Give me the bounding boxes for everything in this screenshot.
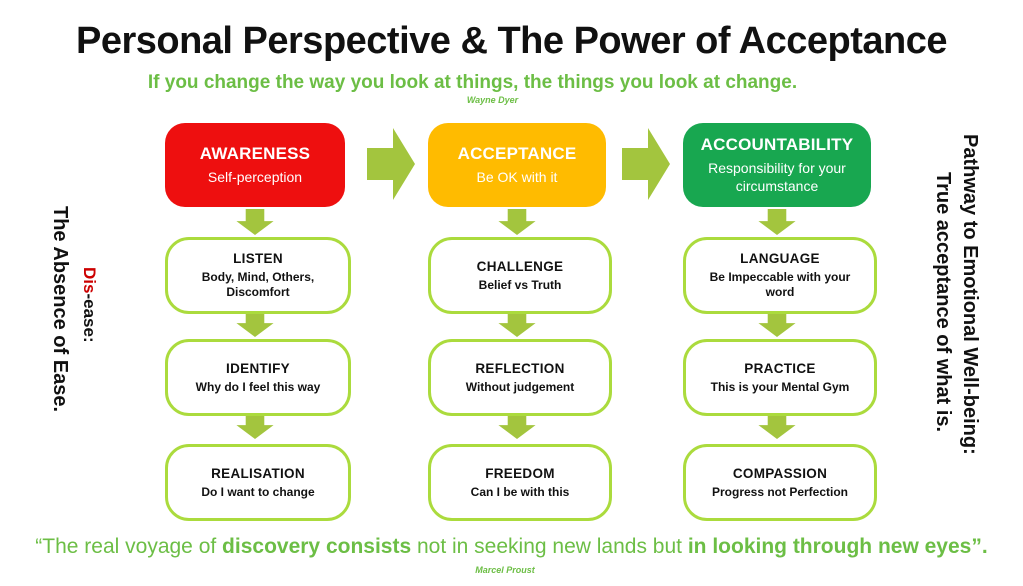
step-listen: LISTEN Body, Mind, Others, Discomfort (165, 237, 351, 314)
flow-arrow-down-icon (236, 209, 274, 235)
quote-part: “The real voyage of (35, 535, 223, 558)
step-challenge-subtitle: Belief vs Truth (478, 277, 562, 292)
step-compassion: COMPASSION Progress not Perfection (683, 444, 877, 521)
step-freedom: FREEDOM Can I be with this (428, 444, 612, 521)
step-practice-title: PRACTICE (744, 360, 816, 376)
flow-arrow-down-icon (498, 209, 536, 235)
step-realisation-subtitle: Do I want to change (201, 484, 315, 499)
step-freedom-title: FREEDOM (485, 465, 555, 481)
flow-arrow-down-icon (236, 413, 274, 439)
page-subtitle: If you change the way you look at things… (147, 72, 798, 93)
left-label-disease: Dis-ease: (79, 267, 99, 343)
quote-part-bold: discovery consists (222, 535, 412, 558)
header-acceptance-subtitle: Be OK with it (476, 168, 558, 185)
quote-part: not in seeking new lands but (411, 535, 688, 558)
step-realisation-title: REALISATION (211, 465, 305, 481)
header-awareness-title: AWARENESS (199, 143, 311, 163)
step-challenge: CHALLENGE Belief vs Truth (428, 237, 612, 314)
header-awareness: AWARENESS Self-perception (165, 123, 345, 207)
step-reflection-title: REFLECTION (475, 360, 565, 376)
header-acceptance: ACCEPTANCE Be OK with it (428, 123, 606, 207)
bottom-quote: “The real voyage of discovery consists n… (0, 535, 1023, 559)
step-language-title: LANGUAGE (740, 251, 820, 266)
right-label-true-acceptance: True acceptance of what is. (932, 172, 954, 433)
step-compassion-title: COMPASSION (732, 465, 828, 481)
step-language: LANGUAGE Be Impeccable with your word (683, 237, 877, 314)
flow-arrow-down-icon (758, 413, 796, 439)
subtitle-attribution: Wayne Dyer (466, 95, 519, 105)
step-challenge-title: CHALLENGE (476, 258, 564, 274)
header-acceptance-title: ACCEPTANCE (457, 143, 577, 163)
right-label-pathway: Pathway to Emotional Well-being: (959, 134, 981, 455)
quote-part-bold: in looking through new eyes (687, 535, 972, 558)
flow-arrow-down-icon (758, 209, 796, 235)
header-accountability-title: ACCOUNTABILITY (700, 135, 854, 154)
step-identify: IDENTIFY Why do I feel this way (165, 339, 351, 416)
header-accountability-subtitle: Responsibility for your circumstance (708, 160, 846, 194)
step-language-subtitle: Be Impeccable with your word (709, 270, 851, 299)
left-label-dis-red: Dis (80, 267, 99, 294)
step-identify-title: IDENTIFY (226, 360, 290, 376)
step-listen-subtitle: Body, Mind, Others, Discomfort (201, 270, 315, 299)
left-label-absence-of-ease: The Absence of Ease. (49, 206, 71, 412)
flow-arrow-right-icon (367, 128, 415, 200)
quote-part: ”. (971, 535, 988, 558)
flow-arrow-down-icon (498, 413, 536, 439)
step-realisation: REALISATION Do I want to change (165, 444, 351, 521)
step-identify-subtitle: Why do I feel this way (195, 379, 321, 394)
step-reflection: REFLECTION Without judgement (428, 339, 612, 416)
step-practice-subtitle: This is your Mental Gym (710, 379, 850, 394)
step-compassion-subtitle: Progress not Perfection (711, 484, 849, 499)
step-practice: PRACTICE This is your Mental Gym (683, 339, 877, 416)
flow-arrow-down-icon (498, 311, 536, 337)
header-accountability: ACCOUNTABILITY Responsibility for your c… (683, 123, 871, 207)
page-title: Personal Perspective & The Power of Acce… (75, 20, 948, 62)
flow-arrow-down-icon (758, 311, 796, 337)
step-listen-title: LISTEN (233, 251, 283, 266)
quote-attribution: Marcel Proust (475, 565, 535, 575)
flow-arrow-down-icon (236, 311, 274, 337)
step-reflection-subtitle: Without judgement (465, 379, 575, 394)
header-awareness-subtitle: Self-perception (207, 168, 303, 185)
flow-arrow-right-icon (622, 128, 670, 200)
left-label-ease-black: -ease: (80, 293, 99, 343)
step-freedom-subtitle: Can I be with this (470, 484, 570, 499)
